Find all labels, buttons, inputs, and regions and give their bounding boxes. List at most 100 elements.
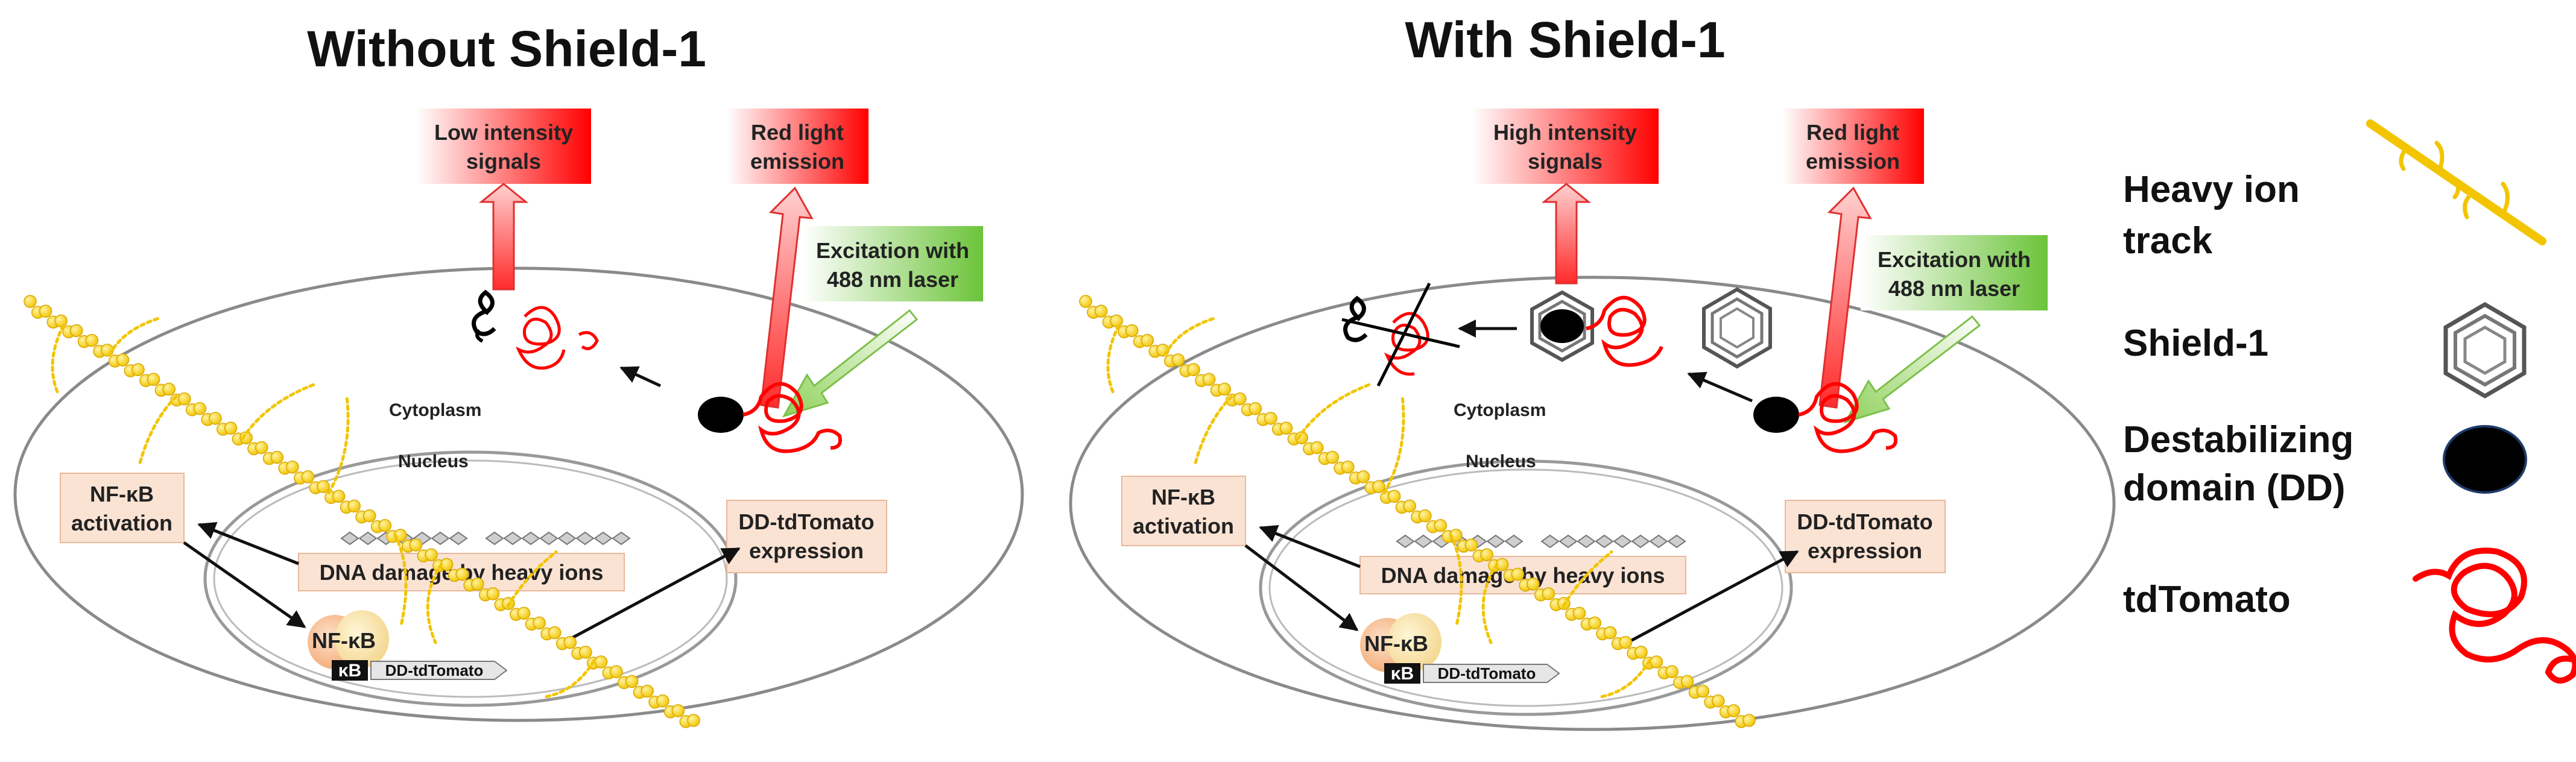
- panel-title: With Shield-1: [1405, 11, 1725, 68]
- shield-binding-arrow: [1687, 371, 1753, 403]
- arrow-gene-to-expression: [569, 547, 741, 641]
- nfkb-activation-box: [60, 473, 185, 543]
- kb-site: [1384, 663, 1420, 684]
- heavy-ion-track: [1079, 295, 1756, 728]
- emission-box-line1: Red light: [751, 120, 844, 145]
- cytoplasm-label: Cytoplasm: [389, 400, 481, 420]
- cell-membrane: [13, 266, 1024, 722]
- dna-strand: [1396, 534, 1686, 549]
- degraded-protein-blocked: [1341, 282, 1460, 387]
- excitation-arrow: [1843, 315, 1981, 424]
- legend: Heavy ion track Shield-1 Destabilizing d…: [2123, 119, 2576, 684]
- heavy-ion-track-icon: [2366, 119, 2546, 245]
- destabilizing-domain-icon: [1753, 397, 1799, 433]
- kb-site: [332, 660, 368, 681]
- nucleus-membrane-inner: [1268, 468, 1783, 707]
- nfkb-activation-line2: activation: [1133, 514, 1234, 538]
- legend-dd-line2: domain (DD): [2123, 467, 2346, 509]
- nfkb-activation-line2: activation: [71, 511, 172, 535]
- signal-box-line2: signals: [1528, 149, 1603, 174]
- excitation-box: [802, 226, 983, 301]
- expression-line1: DD-tdTomato: [1797, 509, 1932, 534]
- dna-strand: [340, 531, 631, 546]
- shield-1-icon: [2443, 301, 2527, 399]
- signal-box-line1: Low intensity: [434, 120, 573, 145]
- nfkb-activation-line1: NF-κB: [1151, 485, 1215, 509]
- expression-line2: expression: [749, 538, 864, 563]
- legend-tdtomato-label: tdTomato: [2123, 579, 2291, 620]
- destabilizing-domain-icon: [1540, 309, 1584, 343]
- emission-box-line2: emission: [750, 149, 844, 174]
- nfkb-activation-line1: NF-κB: [90, 482, 154, 506]
- signal-arrow: [1541, 183, 1592, 285]
- excitation-box-line2: 488 nm laser: [1888, 276, 2020, 301]
- blocked-line-1: [1341, 318, 1460, 348]
- excitation-box-line1: Excitation with: [816, 238, 969, 263]
- tdtomato-icon: [1798, 382, 1897, 453]
- cytoplasm-label: Cytoplasm: [1454, 400, 1546, 420]
- arrow-gene-to-expression: [1627, 550, 1799, 644]
- tdtomato-icon: [1586, 295, 1663, 367]
- kb-label: κB: [338, 661, 361, 681]
- expression-line1: DD-tdTomato: [738, 509, 874, 534]
- destabilizing-domain-icon: [698, 397, 744, 433]
- gene-label: DD-tdTomato: [1438, 664, 1536, 682]
- emission-box-line2: emission: [1806, 149, 1900, 174]
- arrow-damage-to-nfkb: [1259, 524, 1361, 568]
- nucleus-membrane-outer: [203, 450, 738, 707]
- arrow-damage-to-nfkb: [197, 521, 299, 565]
- nfkb-complex-label: NF-κB: [312, 628, 376, 653]
- panel-without-shield: Without Shield-1 Cytoplasm Nucleus Low i…: [13, 20, 1024, 728]
- signal-box-line2: signals: [466, 149, 541, 174]
- excitation-box-line2: 488 nm laser: [827, 267, 958, 292]
- kb-label: κB: [1391, 664, 1414, 684]
- nfkb-subunit-2: [335, 610, 389, 668]
- arrow-nfkb-to-promoter: [1244, 544, 1359, 631]
- reporter-construct: NF-κB κB DD-tdTomato: [1360, 613, 1560, 684]
- reporter-construct: NF-κB κB DD-tdTomato: [308, 610, 508, 681]
- signal-box-line1: High intensity: [1493, 120, 1637, 145]
- low-intensity-signals-box: [416, 109, 591, 184]
- nfkb-complex-label: NF-κB: [1364, 631, 1428, 656]
- destabilizing-domain-icon: [2443, 425, 2527, 494]
- gene-arrow: [370, 661, 508, 680]
- expression-box: [726, 500, 887, 573]
- emission-box-line1: Red light: [1806, 120, 1899, 145]
- nucleus-membrane-inner: [213, 459, 728, 698]
- cell-membrane: [1069, 276, 2116, 731]
- nucleus-label: Nucleus: [1466, 452, 1536, 471]
- legend-dd-line1: Destabilizing: [2123, 419, 2353, 461]
- emission-arrow: [1818, 186, 1872, 409]
- tdtomato-icon: [2413, 547, 2576, 684]
- red-light-emission-box: [727, 109, 869, 184]
- degradation-arrow: [619, 366, 662, 388]
- expression-box: [1785, 500, 1946, 573]
- high-intensity-signals-box: [1472, 109, 1659, 184]
- excitation-arrow: [782, 309, 919, 418]
- panel-title: Without Shield-1: [307, 20, 706, 77]
- nucleus-membrane-outer: [1259, 459, 1793, 716]
- shield-1-icon: [1702, 287, 1772, 369]
- nfkb-subunit-2: [1387, 613, 1441, 671]
- excitation-box: [1861, 235, 2048, 310]
- nucleus-label: Nucleus: [398, 452, 469, 471]
- gene-arrow: [1423, 664, 1560, 683]
- expression-line2: expression: [1808, 538, 1922, 563]
- legend-shield-label: Shield-1: [2123, 323, 2268, 364]
- legend-track-line2: track: [2123, 220, 2213, 262]
- emission-arrow: [760, 186, 814, 409]
- nfkb-activation-box: [1121, 476, 1246, 546]
- red-light-emission-box: [1782, 109, 1924, 184]
- stabilized-complex: [1530, 290, 1663, 367]
- arrow-nfkb-to-promoter: [183, 541, 306, 629]
- panel-with-shield: With Shield-1 Cytoplasm Nucleus High int…: [1069, 11, 2116, 731]
- excitation-box-line1: Excitation with: [1878, 247, 2031, 272]
- tdtomato-icon: [742, 382, 842, 453]
- signal-arrow: [478, 183, 529, 291]
- degraded-protein: [472, 289, 599, 370]
- gene-label: DD-tdTomato: [385, 661, 484, 679]
- legend-track-line1: Heavy ion: [2123, 169, 2300, 210]
- heavy-ion-track: [24, 295, 700, 728]
